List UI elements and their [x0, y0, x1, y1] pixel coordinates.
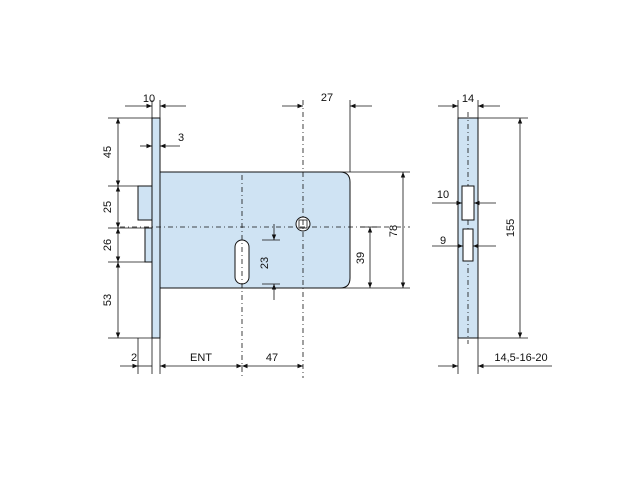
dim-39: 39 — [355, 252, 367, 264]
faceplate — [151, 117, 161, 339]
side-latch-slot — [461, 185, 475, 221]
latch-bolt — [137, 185, 153, 221]
dim-3: 3 — [178, 132, 184, 144]
side-bolt-slot — [462, 228, 474, 262]
dim-23: 23 — [259, 257, 271, 269]
dim-53: 53 — [102, 294, 114, 306]
dim-ent: ENT — [190, 352, 212, 364]
dim-14-5-16-20: 14,5-16-20 — [494, 352, 547, 364]
lock-body — [159, 171, 351, 289]
dim-45: 45 — [102, 146, 114, 158]
dim-2: 2 — [131, 352, 137, 364]
dim-9: 9 — [440, 235, 446, 247]
front-view: 45 25 26 53 10 3 27 78 39 23 — [102, 92, 410, 378]
dim-10-side: 10 — [437, 189, 449, 201]
dim-14: 14 — [462, 93, 474, 105]
dim-78: 78 — [388, 225, 400, 237]
dim-27: 27 — [321, 92, 333, 104]
dim-26: 26 — [102, 239, 114, 251]
dead-bolt — [144, 227, 153, 263]
dim-155: 155 — [505, 219, 517, 237]
side-view: 14 10 9 155 14,5-16-20 — [432, 93, 552, 374]
dim-10-top: 10 — [143, 93, 155, 105]
dim-25: 25 — [102, 201, 114, 213]
dim-47: 47 — [266, 352, 278, 364]
